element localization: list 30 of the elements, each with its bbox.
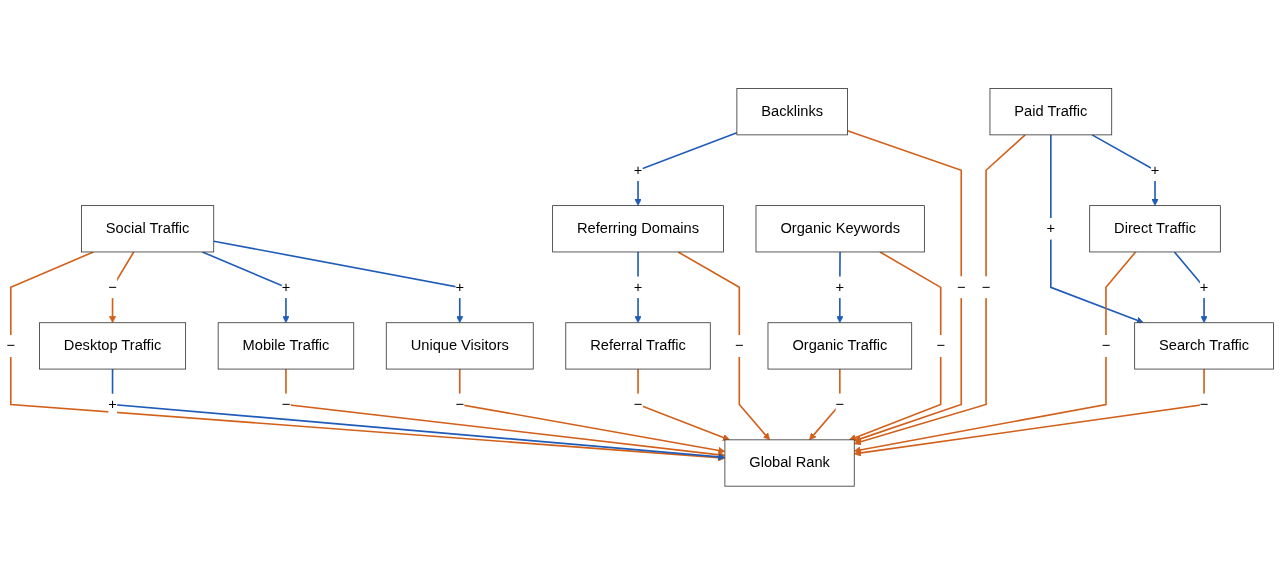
- arrow: [108, 251, 135, 324]
- arrow: [111, 368, 726, 461]
- edge-label: +: [108, 393, 117, 416]
- process-box: Desktop Traffic: [39, 322, 187, 370]
- arrow: [677, 251, 770, 441]
- arrow: [849, 251, 942, 441]
- process-box: Paid Traffic: [989, 88, 1113, 136]
- process-box: Direct Traffic: [1089, 205, 1221, 253]
- process-box: Search Traffic: [1134, 322, 1274, 370]
- arrow: [1050, 134, 1144, 324]
- arrow: [809, 368, 841, 441]
- process-box: Referring Domains: [552, 205, 724, 253]
- process-box: Global Rank: [724, 439, 855, 487]
- process-box: Mobile Traffic: [217, 322, 355, 370]
- edge-label: +: [1046, 217, 1056, 240]
- process-box: Organic Keywords: [755, 205, 925, 253]
- process-box: Organic Traffic: [767, 322, 913, 370]
- arrow: [458, 368, 726, 455]
- process-box: Social Traffic: [81, 205, 215, 253]
- process-box: Referral Traffic: [565, 322, 711, 370]
- process-box: Unique Visitors: [385, 322, 534, 370]
- arrow: [846, 130, 963, 443]
- arrow: [285, 368, 726, 459]
- edge-label: +: [835, 276, 845, 299]
- arrow: [853, 368, 1205, 457]
- arrow: [853, 134, 1026, 446]
- arrow: [853, 251, 1137, 454]
- arrow: [637, 368, 730, 441]
- edge-label: +: [633, 276, 643, 299]
- process-box: Backlinks: [736, 88, 848, 136]
